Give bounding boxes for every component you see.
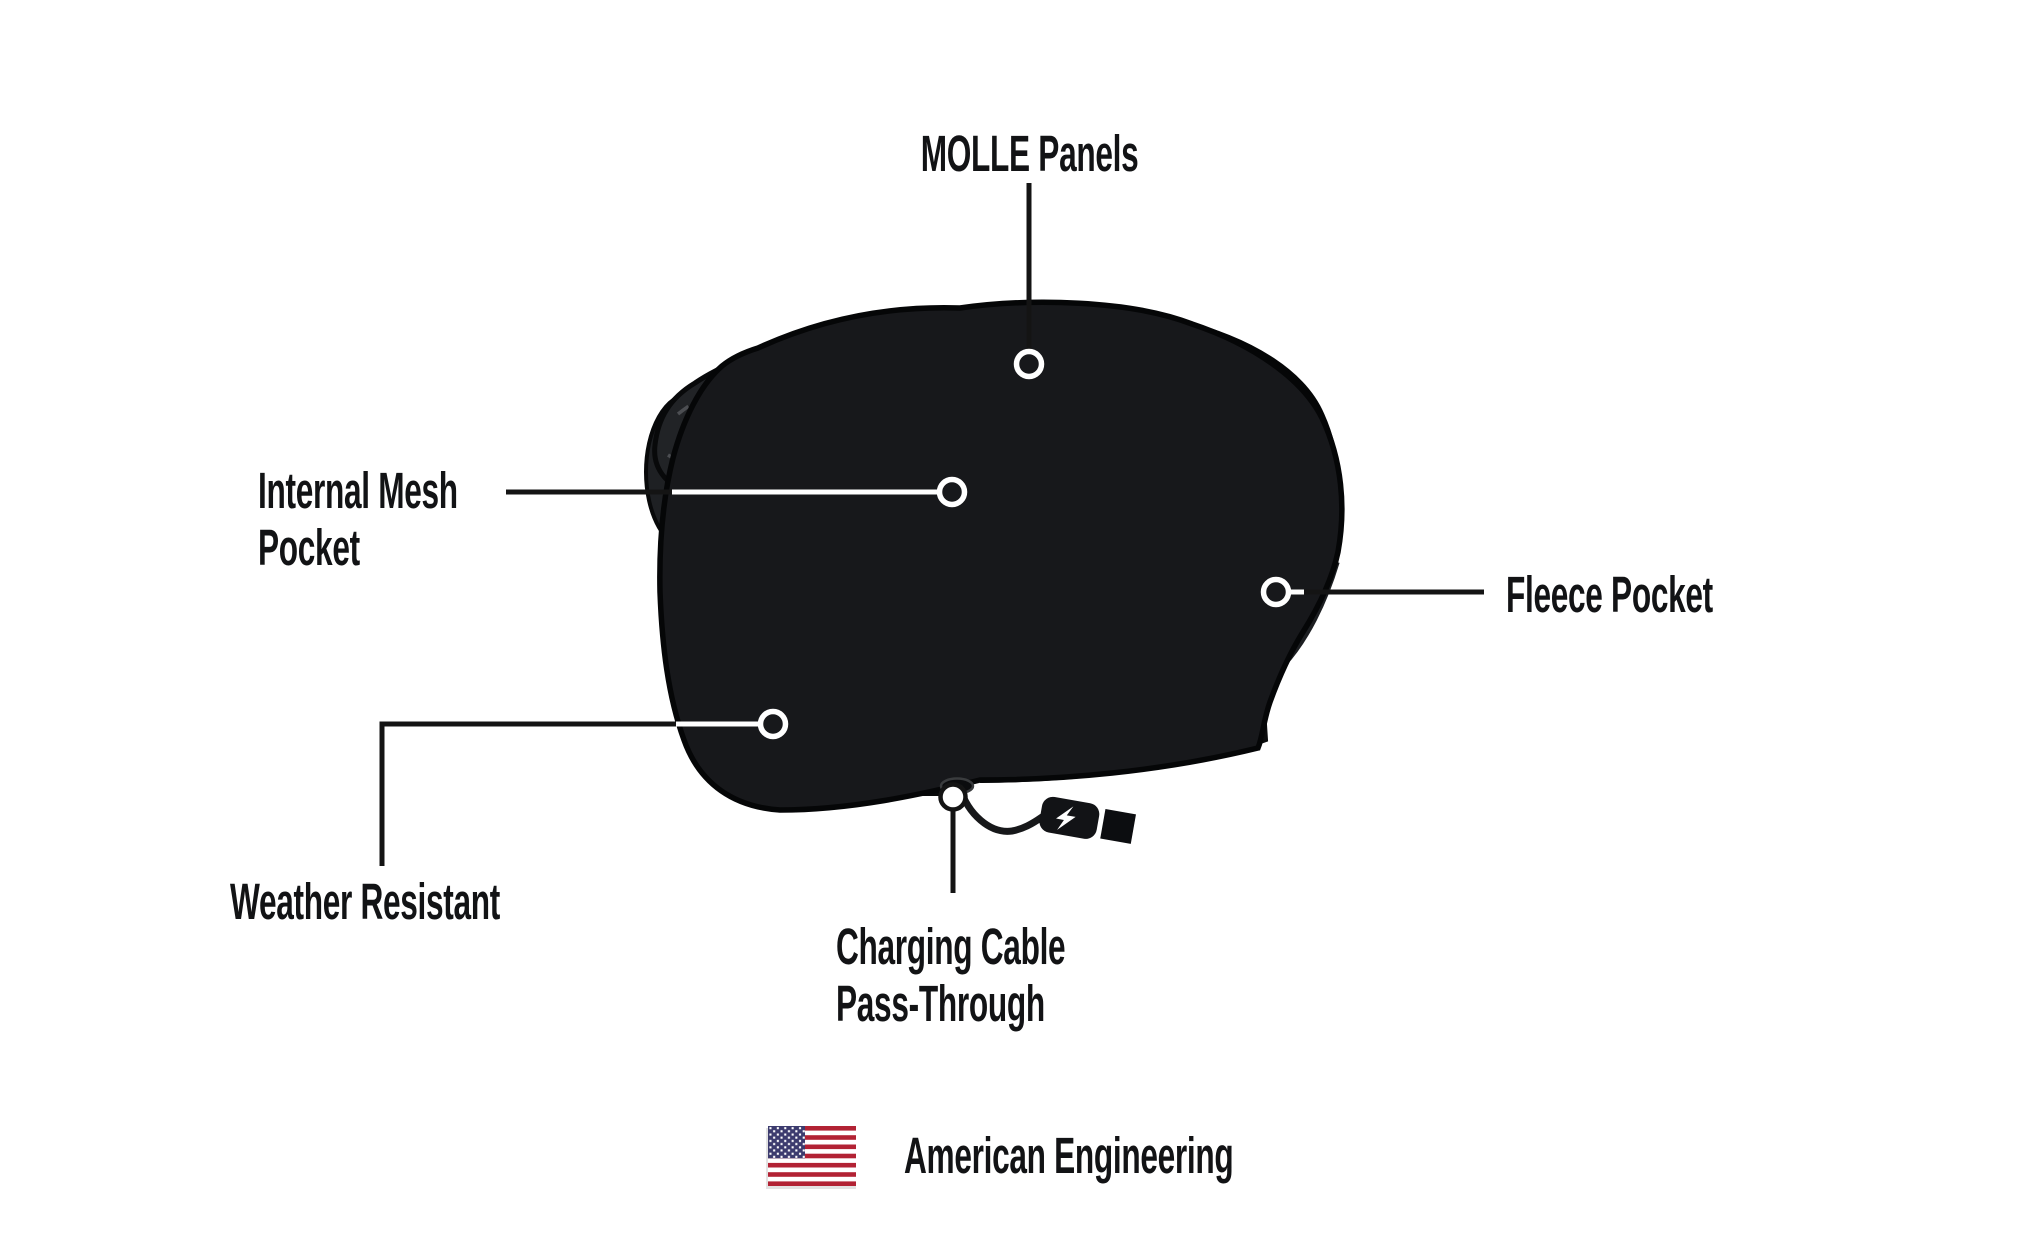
callout-label-molle-panels: MOLLE Panels <box>921 125 1139 182</box>
callout-label-charging-cable: Charging Cable Pass-Through <box>836 918 1066 1032</box>
callout-marker-charging <box>938 782 968 812</box>
callout-marker-internal-mesh <box>936 476 968 508</box>
bag-body <box>644 302 1344 844</box>
callout-graphics <box>379 183 1484 893</box>
footer-tagline: American Engineering <box>904 1127 1234 1184</box>
callout-marker-weather <box>757 708 789 740</box>
callout-label-internal-mesh-pocket: Internal Mesh Pocket <box>258 462 458 576</box>
callout-label-weather-resistant: Weather Resistant <box>230 873 501 930</box>
callout-marker-molle <box>1013 348 1045 380</box>
callout-marker-fleece <box>1260 576 1292 608</box>
callout-label-fleece-pocket: Fleece Pocket <box>1506 566 1713 623</box>
usb-plug-icon <box>1039 796 1136 844</box>
us-flag-icon <box>766 1126 856 1189</box>
callout-line-weather <box>379 721 678 866</box>
charging-cable-graphic <box>939 777 1136 844</box>
